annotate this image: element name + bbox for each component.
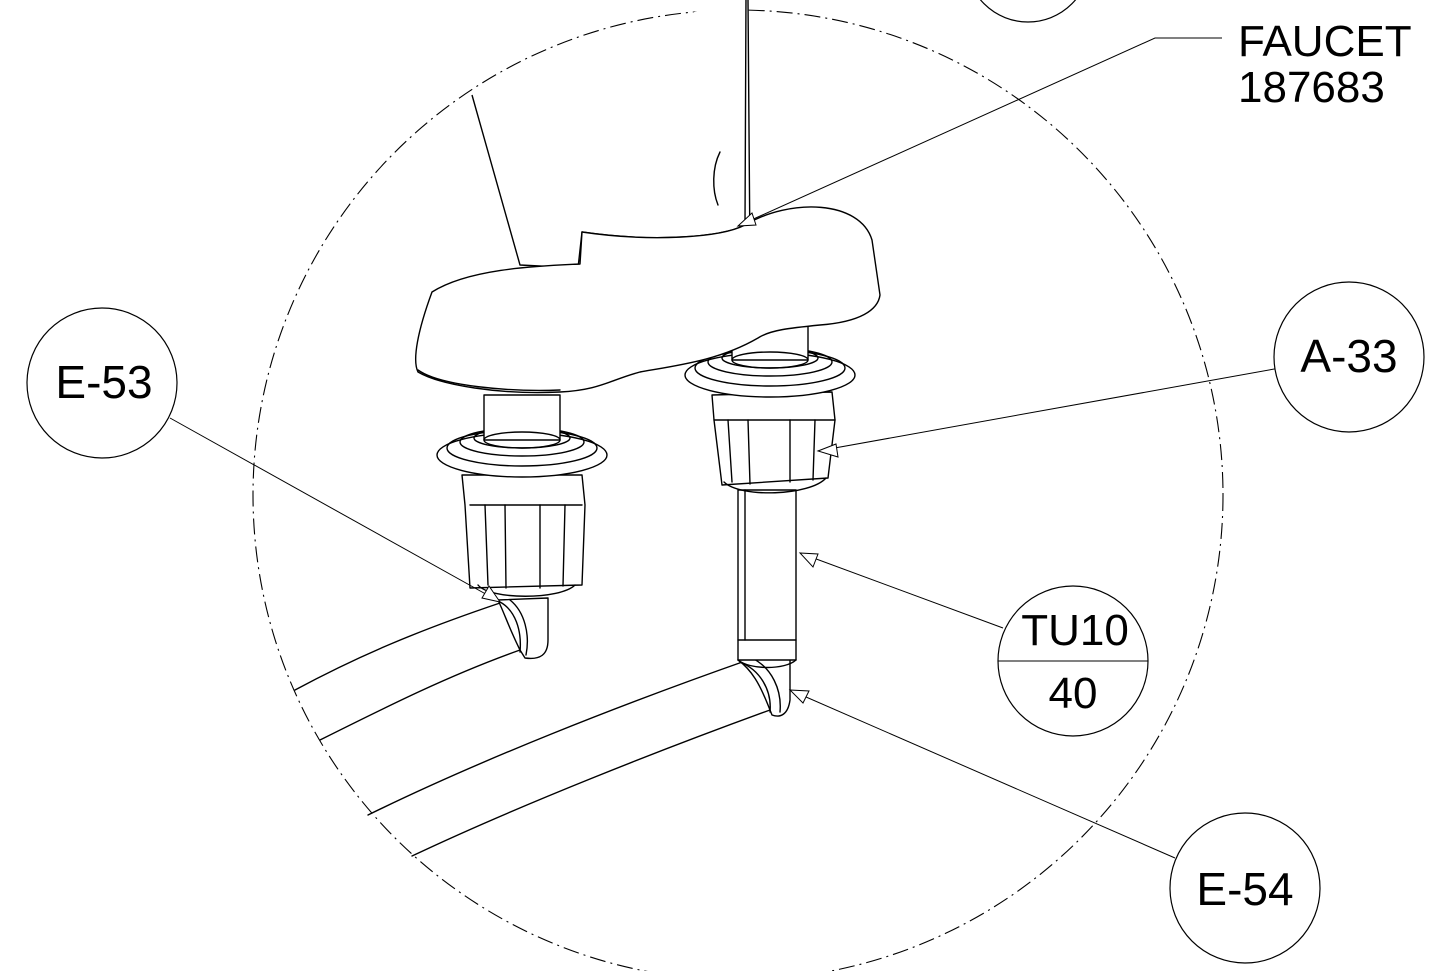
callout-faucet-line2: 187683 bbox=[1238, 63, 1385, 112]
callout-e54: E-54 bbox=[1169, 812, 1321, 964]
leader-tu10 bbox=[798, 552, 1004, 629]
elbow-e53 bbox=[497, 597, 549, 660]
callout-a33: A-33 bbox=[1273, 281, 1425, 433]
callout-tu10-bottom-label: 40 bbox=[1049, 669, 1098, 718]
hose-right bbox=[367, 659, 771, 857]
leader-e53 bbox=[169, 417, 502, 603]
callout-e53-label: E-53 bbox=[55, 356, 152, 408]
leader-a33 bbox=[816, 367, 1281, 458]
callout-faucet: FAUCET 187683 bbox=[1238, 17, 1412, 112]
callout-e53: E-53 bbox=[26, 307, 178, 459]
hose-left bbox=[294, 602, 521, 741]
leader-faucet bbox=[736, 37, 1222, 227]
detail-view-boundary bbox=[252, 9, 1224, 971]
partial-callout-bubble bbox=[979, 0, 1077, 23]
callout-a33-label: A-33 bbox=[1300, 330, 1397, 382]
faucet-body bbox=[415, 0, 881, 394]
callout-tu10: TU10 40 bbox=[997, 585, 1149, 737]
right-valve-assembly bbox=[684, 317, 856, 669]
leader-e54 bbox=[788, 689, 1176, 859]
left-valve-assembly bbox=[436, 394, 608, 597]
callout-e54-label: E-54 bbox=[1196, 863, 1293, 915]
callout-tu10-top-label: TU10 bbox=[1021, 606, 1129, 655]
callout-faucet-line1: FAUCET bbox=[1238, 17, 1412, 66]
